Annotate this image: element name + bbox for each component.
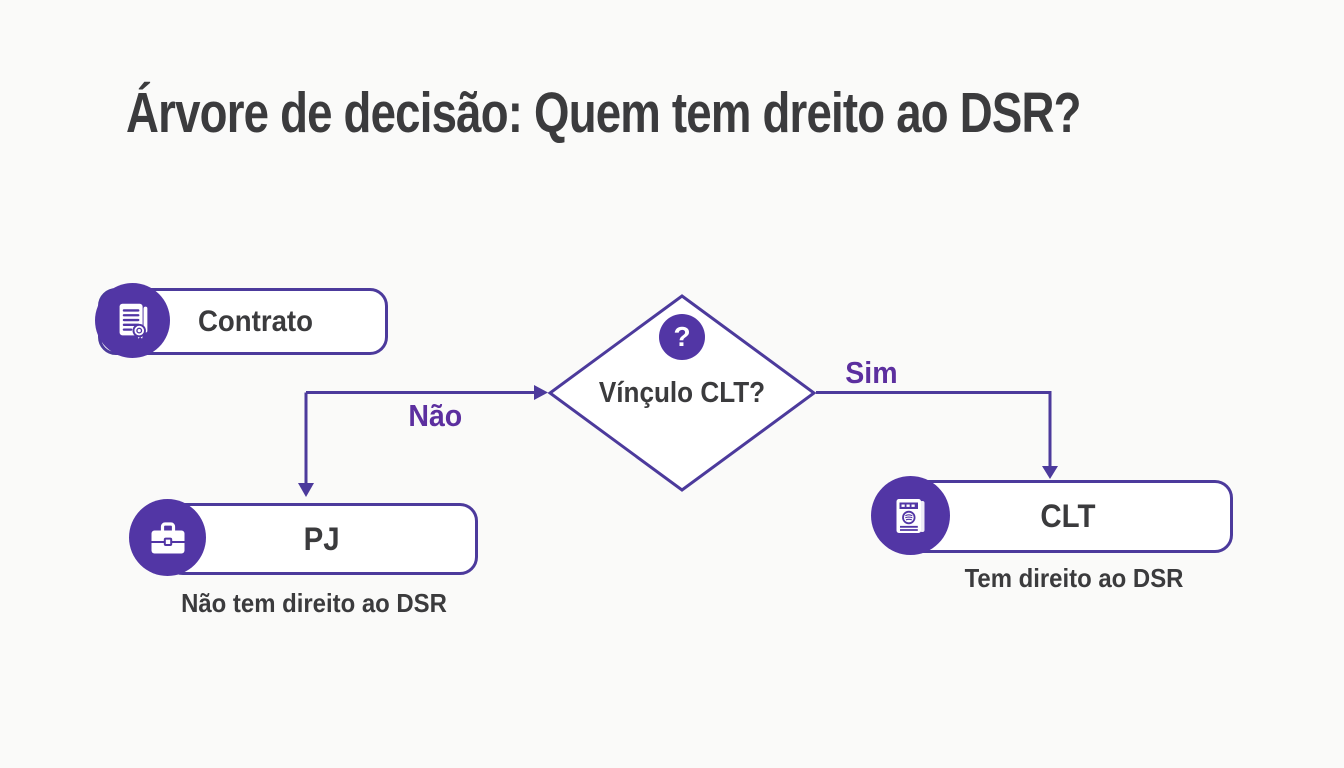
node-contrato-label: Contrato <box>197 304 313 338</box>
node-clt-label: CLT <box>1040 498 1096 534</box>
decision-label: Vínçulo CLT? <box>598 377 766 409</box>
edge-nao <box>298 385 548 497</box>
arrowhead-to-diamond <box>534 385 548 400</box>
node-pj-label: PJ <box>303 520 340 557</box>
edge-label-sim: Sim <box>845 355 898 390</box>
question-mark-icon: ? <box>659 314 705 360</box>
pj-caption: Não tem direito ao DSR <box>181 588 447 618</box>
decision-diamond-shape <box>547 294 817 492</box>
page-title: Árvore de decisão: Quem tem dreito ao DS… <box>126 81 1081 145</box>
clt-caption: Tem direito ao DSR <box>964 563 1184 593</box>
node-pj: PJ <box>165 503 478 575</box>
node-clt: CLT <box>903 480 1233 553</box>
arrowhead-to-pj <box>298 483 314 497</box>
question-mark-glyph: ? <box>673 321 691 352</box>
contract-certificate-icon <box>95 283 170 358</box>
edge-label-nao: Não <box>408 398 463 433</box>
clt-book-icon <box>871 476 950 555</box>
arrowhead-to-clt <box>1042 466 1058 479</box>
edge-sim <box>816 391 1058 479</box>
briefcase-icon <box>129 499 206 576</box>
